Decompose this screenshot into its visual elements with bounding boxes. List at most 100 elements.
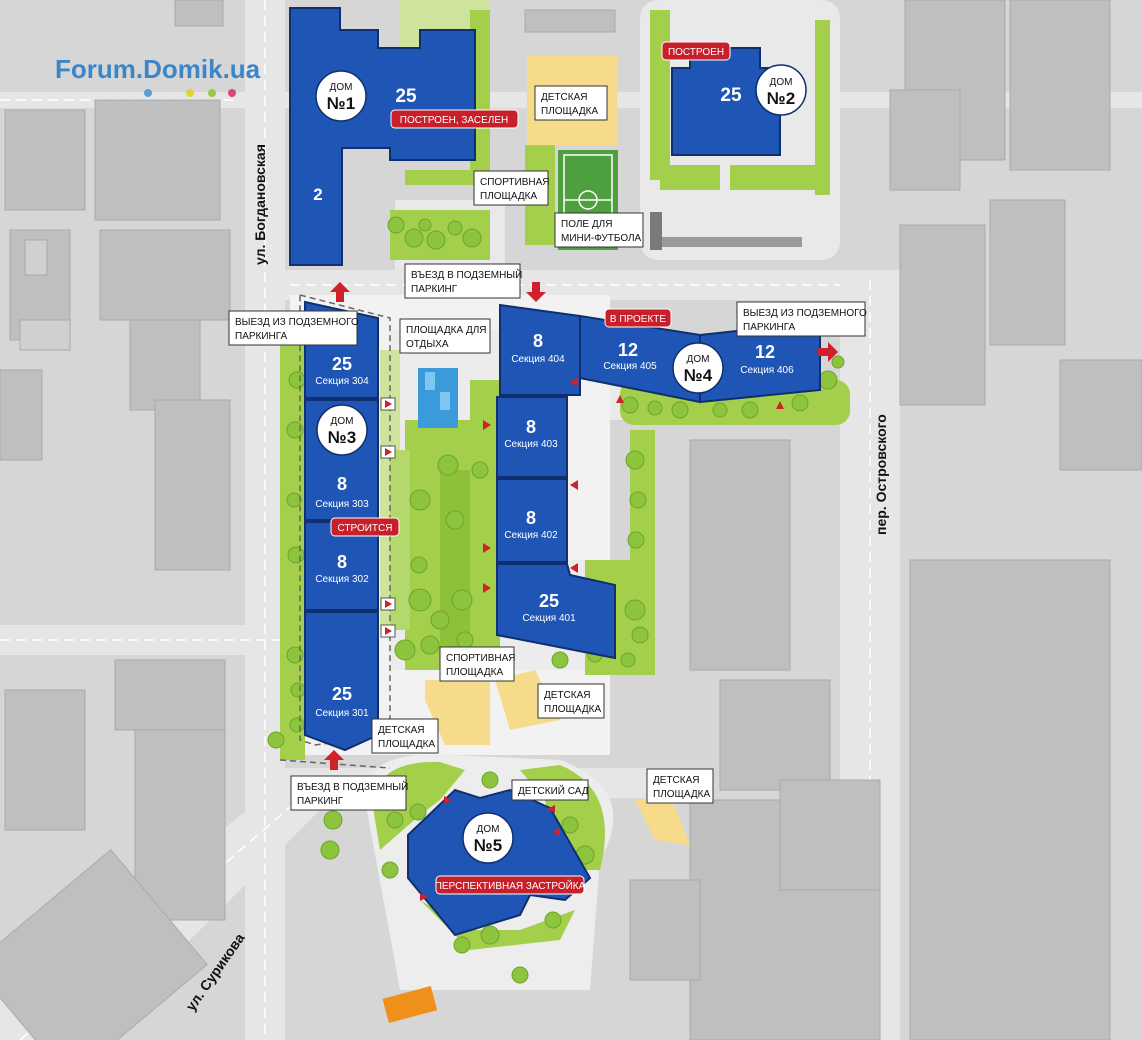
callout-kindergarten: ДЕТСКИЙ САД [511, 779, 589, 801]
section-304-name: Секция 304 [315, 376, 369, 387]
svg-text:ПОСТРОЕН: ПОСТРОЕН [668, 47, 724, 58]
trees [267, 216, 845, 984]
svg-text:ПЛОЩАДКА: ПЛОЩАДКА [446, 667, 504, 678]
house-1-floors: 25 [395, 86, 417, 107]
section-403-floors: 8 [526, 417, 536, 437]
house-2-label: ДОМ [770, 77, 793, 88]
callout-rest-area: ПЛОЩАДКА ДЛЯ ОТДЫХА [399, 318, 491, 354]
svg-text:ПЛОЩАДКА: ПЛОЩАДКА [541, 106, 599, 117]
section-404-building[interactable] [499, 303, 581, 396]
house-4-label: ДОМ [687, 354, 710, 365]
house-3-marker[interactable]: ДОМ №3 [316, 404, 368, 456]
street-bogdanovskaya: ул. Богдановская [252, 144, 268, 265]
house-markers: ДОМ №1 ДОМ №2 ДОМ №3 ДОМ №4 ДОМ №5 [315, 64, 807, 864]
svg-text:ПАРКИНГ: ПАРКИНГ [297, 796, 344, 807]
section-401-name: Секция 401 [522, 613, 576, 624]
callout-playground-right: ДЕТСКАЯ ПЛОЩАДКА [646, 768, 714, 804]
section-403-building[interactable] [496, 396, 568, 478]
svg-text:ДЕТСКАЯ: ДЕТСКАЯ [544, 690, 591, 701]
house-5-label: ДОМ [477, 824, 500, 835]
section-301-floors: 25 [332, 684, 352, 704]
building-labels: 25 2 25 25 Секция 304 8 Секция 303 8 Сек… [313, 85, 794, 719]
section-406-name: Секция 406 [740, 365, 794, 376]
svg-text:В ПРОЕКТЕ: В ПРОЕКТЕ [610, 314, 666, 325]
callout-minifootball: ПОЛЕ ДЛЯ МИНИ-ФУТБОЛА [554, 212, 644, 248]
svg-text:ПЛОЩАДКА: ПЛОЩАДКА [544, 704, 602, 715]
house-3-status-badge: СТРОИТСЯ [330, 517, 400, 537]
street-ostrovskogo: пер. Островского [873, 414, 889, 535]
house-5-number: №5 [474, 836, 502, 855]
house-5-status-badge: ПЕРСПЕКТИВНАЯ ЗАСТРОЙКА [435, 875, 586, 895]
svg-text:ПОСТРОЕН, ЗАСЕЛЕН: ПОСТРОЕН, ЗАСЕЛЕН [400, 115, 508, 126]
house-2-floors: 25 [720, 85, 742, 106]
svg-text:СТРОИТСЯ: СТРОИТСЯ [338, 523, 393, 534]
callout-playground-left: ДЕТСКАЯ ПЛОЩАДКА [371, 718, 439, 754]
callouts: ДЕТСКАЯ ПЛОЩАДКА СПОРТИВНАЯ ПЛОЩАДКА ПОЛ… [228, 85, 867, 811]
callout-sport-mid: СПОРТИВНАЯ ПЛОЩАДКА [439, 646, 516, 682]
house-1-wing-floors: 2 [313, 185, 322, 204]
svg-text:ВЫЕЗД ИЗ ПОДЗЕМНОГО: ВЫЕЗД ИЗ ПОДЗЕМНОГО [235, 317, 359, 328]
house-3-label: ДОМ [331, 416, 354, 427]
section-401-building[interactable] [496, 563, 616, 660]
svg-text:ПЕРСПЕКТИВНАЯ ЗАСТРОЙКА: ПЕРСПЕКТИВНАЯ ЗАСТРОЙКА [435, 879, 586, 892]
svg-text:ВЪЕЗД В ПОДЗЕМНЫЙ: ВЪЕЗД В ПОДЗЕМНЫЙ [297, 780, 408, 793]
section-404-name: Секция 404 [511, 354, 565, 365]
arrow-up-parking-exit-left [330, 282, 350, 302]
svg-text:ПЛОЩАДКА: ПЛОЩАДКА [378, 739, 436, 750]
svg-text:ДЕТСКАЯ: ДЕТСКАЯ [653, 775, 700, 786]
svg-text:ПАРКИНГА: ПАРКИНГА [235, 331, 288, 342]
svg-text:СПОРТИВНАЯ: СПОРТИВНАЯ [446, 653, 516, 664]
section-402-floors: 8 [526, 508, 536, 528]
svg-text:ДЕТСКАЯ: ДЕТСКАЯ [378, 725, 425, 736]
arrow-down-parking-entry-top [526, 282, 546, 302]
svg-text:ПЛОЩАДКА ДЛЯ: ПЛОЩАДКА ДЛЯ [406, 325, 487, 336]
house-5-marker[interactable]: ДОМ №5 [462, 812, 514, 864]
callout-playground-top: ДЕТСКАЯ ПЛОЩАДКА [534, 85, 608, 121]
section-302-name: Секция 302 [315, 574, 369, 585]
section-402-name: Секция 402 [504, 530, 558, 541]
section-404-floors: 8 [533, 331, 543, 351]
callout-entry-parking-bottom: ВЪЕЗД В ПОДЗЕМНЫЙ ПАРКИНГ [290, 775, 408, 811]
svg-text:ПЛОЩАДКА: ПЛОЩАДКА [480, 191, 538, 202]
arrow-right-parking-exit-right [818, 342, 838, 362]
entrance-arrows [380, 377, 784, 901]
svg-text:ДЕТСКАЯ: ДЕТСКАЯ [541, 92, 588, 103]
forum-domik-logo: Forum.Domik.ua [55, 54, 261, 97]
svg-text:ПОЛЕ ДЛЯ: ПОЛЕ ДЛЯ [561, 219, 612, 230]
callout-exit-parking-right: ВЫЕЗД ИЗ ПОДЗЕМНОГО ПАРКИНГА [736, 301, 867, 337]
section-301-building[interactable] [304, 611, 379, 752]
house-2-status-badge: ПОСТРОЕН [661, 41, 731, 61]
section-303-floors: 8 [337, 474, 347, 494]
svg-text:ПАРКИНГ: ПАРКИНГ [411, 284, 458, 295]
section-303-name: Секция 303 [315, 499, 369, 510]
house-1-label: ДОМ [330, 82, 353, 93]
svg-text:ПАРКИНГА: ПАРКИНГА [743, 322, 796, 333]
section-402-building[interactable] [496, 478, 568, 563]
house-4-number: №4 [684, 366, 713, 385]
callout-exit-parking-left: ВЫЕЗД ИЗ ПОДЗЕМНОГО ПАРКИНГА [228, 310, 359, 346]
house-1-status-badge: ПОСТРОЕН, ЗАСЕЛЕН [390, 109, 519, 129]
section-302-floors: 8 [337, 552, 347, 572]
section-301-name: Секция 301 [315, 708, 369, 719]
arrow-up-parking-entry-bottom [324, 750, 344, 770]
section-405-name: Секция 405 [603, 361, 657, 372]
house-2-marker[interactable]: ДОМ №2 [755, 64, 807, 116]
house-3-number: №3 [328, 428, 356, 447]
section-406-floors: 12 [755, 342, 775, 362]
section-304-floors: 25 [332, 354, 352, 374]
house-1-marker[interactable]: ДОМ №1 [315, 70, 367, 122]
svg-text:ВЪЕЗД В ПОДЗЕМНЫЙ: ВЪЕЗД В ПОДЗЕМНЫЙ [411, 268, 522, 281]
svg-text:ДЕТСКИЙ САД: ДЕТСКИЙ САД [518, 784, 589, 797]
house-2-building[interactable] [671, 47, 781, 156]
status-tags: ПОСТРОЕН, ЗАСЕЛЕН ПОСТРОЕН СТРОИТСЯ В ПР… [330, 41, 731, 895]
callout-sport-top: СПОРТИВНАЯ ПЛОЩАДКА [473, 170, 550, 206]
house-1-number: №1 [327, 94, 355, 113]
house-4-marker[interactable]: ДОМ №4 [672, 342, 724, 394]
section-401-floors: 25 [539, 591, 559, 611]
section-405-floors: 12 [618, 340, 638, 360]
svg-text:ВЫЕЗД ИЗ ПОДЗЕМНОГО: ВЫЕЗД ИЗ ПОДЗЕМНОГО [743, 308, 867, 319]
svg-text:СПОРТИВНАЯ: СПОРТИВНАЯ [480, 177, 550, 188]
svg-text:ПЛОЩАДКА: ПЛОЩАДКА [653, 789, 711, 800]
